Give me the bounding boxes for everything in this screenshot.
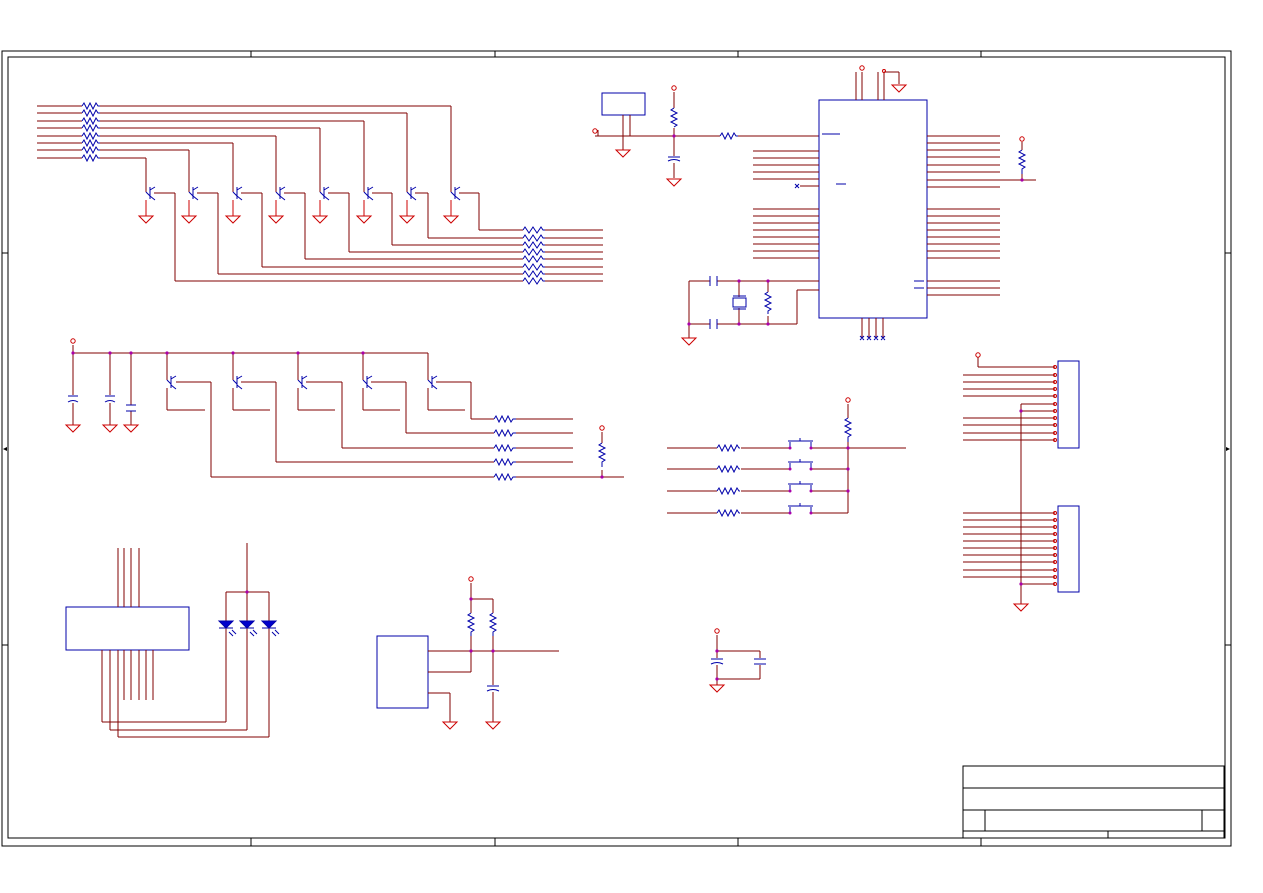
push-buttons	[667, 397, 906, 518]
led-array	[217, 590, 280, 637]
connector-lower	[963, 505, 1080, 612]
decoupling-capacitors	[708, 628, 766, 693]
voltage-regulator	[592, 85, 819, 187]
transistor-bank-top	[37, 101, 603, 285]
display-module	[65, 543, 270, 738]
title-block	[962, 765, 1225, 839]
sheet-frame	[1, 50, 1232, 847]
microcontroller	[680, 65, 1036, 346]
transistor-bank-middle	[64, 338, 624, 482]
interface-module	[376, 576, 559, 730]
connector-upper	[963, 352, 1080, 604]
